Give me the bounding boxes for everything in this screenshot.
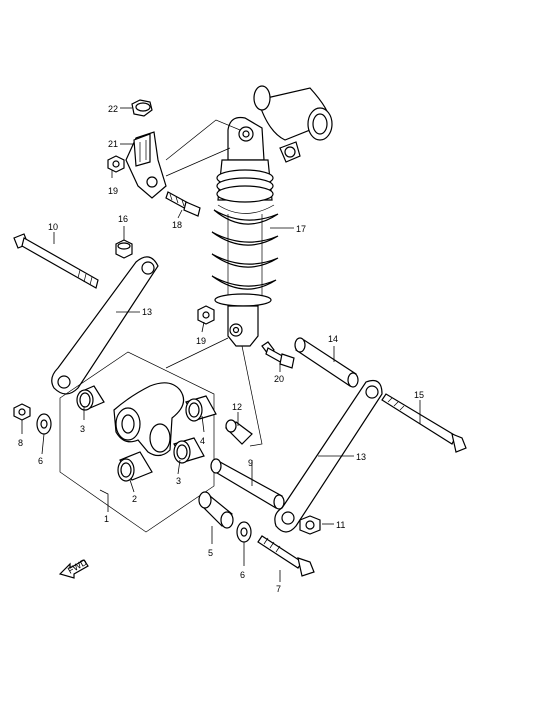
nut-11 <box>299 515 321 535</box>
shock-upper-bracket <box>107 99 201 217</box>
callout-17: 17 <box>296 224 306 234</box>
callout-6-left: 6 <box>38 456 43 466</box>
callout-15: 15 <box>414 390 424 400</box>
bolt-7 <box>257 535 315 577</box>
spacer-12 <box>225 419 253 445</box>
callout-21: 21 <box>108 139 118 149</box>
spacer-14 <box>294 337 359 388</box>
front-arrow-label: FWD <box>66 557 89 576</box>
callout-10: 10 <box>48 222 58 232</box>
spacer-5 <box>198 491 234 529</box>
callout-6-bottom: 6 <box>240 570 245 580</box>
assembly-line <box>165 119 241 161</box>
nut-8 <box>13 403 31 421</box>
callout-14: 14 <box>328 334 338 344</box>
callout-3-right: 3 <box>176 476 181 486</box>
bolt-15 <box>381 393 467 453</box>
spacer-9 <box>210 458 285 510</box>
callout-20: 20 <box>274 374 284 384</box>
tie-rod-13-left <box>51 256 159 395</box>
callout-8: 8 <box>18 438 23 448</box>
callout-5: 5 <box>208 548 213 558</box>
callout-4: 4 <box>200 436 205 446</box>
assembly-line <box>241 345 263 447</box>
callout-11: 11 <box>336 520 345 530</box>
leader-lines <box>21 107 421 582</box>
callout-16: 16 <box>118 214 128 224</box>
assembly-line <box>165 337 229 369</box>
callout-19-upper: 19 <box>108 186 118 196</box>
callout-13-right: 13 <box>356 452 366 462</box>
bolt-10 <box>13 233 99 289</box>
callout-12: 12 <box>232 402 242 412</box>
callout-7: 7 <box>276 584 281 594</box>
washer-6-left <box>36 413 52 435</box>
callout-9: 9 <box>248 458 253 468</box>
callout-22: 22 <box>108 104 118 114</box>
callout-1: 1 <box>104 514 109 524</box>
washer-6-bottom <box>236 521 252 543</box>
callout-labels: 22 21 19 18 16 10 17 13 19 14 20 12 15 3… <box>18 104 424 594</box>
callout-2: 2 <box>132 494 137 504</box>
front-direction-arrow: FWD <box>58 557 89 579</box>
callout-18: 18 <box>172 220 182 230</box>
callout-3-left: 3 <box>80 424 85 434</box>
rear-shock-absorber <box>211 85 333 347</box>
nut-16 <box>115 239 133 259</box>
callout-13-upper: 13 <box>142 307 152 317</box>
assembly-line <box>165 147 231 177</box>
callout-19-lower: 19 <box>196 336 206 346</box>
cushion-lever-assembly <box>59 351 217 533</box>
nut-19-lower <box>197 305 215 325</box>
bolt-20 <box>261 341 295 369</box>
